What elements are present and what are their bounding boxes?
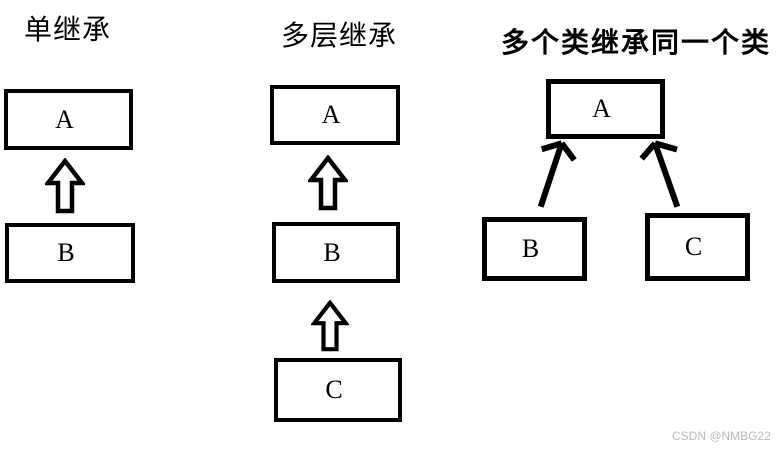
single-inheritance-title: 单继承: [24, 15, 112, 46]
class-c-label: C: [325, 375, 343, 404]
multiple-inheritance-box-c: C: [645, 213, 750, 281]
single-inheritance-box-b: B: [5, 223, 135, 283]
csdn-watermark: CSDN @NMBG22: [672, 429, 771, 443]
single-inheritance-box-a: A: [4, 89, 133, 150]
hollow-up-arrow-icon: [308, 155, 348, 211]
class-a-label: A: [321, 100, 341, 129]
class-a-label: A: [55, 104, 74, 134]
multiple-inheritance-title: 多个类继承同一个类: [501, 28, 772, 59]
solid-arrow-b-to-a: [537, 140, 577, 208]
class-a-label: A: [592, 94, 611, 123]
class-b-label: B: [323, 237, 341, 267]
shared-parent-box-a: A: [546, 79, 665, 139]
class-b-label: B: [521, 234, 540, 263]
multiple-inheritance-box-b: B: [482, 217, 587, 281]
class-b-label: B: [57, 238, 75, 267]
multilevel-inheritance-box-b: B: [272, 222, 400, 283]
solid-arrow-c-to-a: [639, 140, 681, 208]
hollow-up-arrow-icon: [311, 300, 349, 352]
multilevel-inheritance-title: 多层继承: [281, 21, 398, 52]
class-c-label: C: [684, 232, 703, 261]
multilevel-inheritance-box-a: A: [270, 85, 400, 145]
hollow-up-arrow-icon: [45, 158, 85, 214]
multilevel-inheritance-box-c: C: [274, 358, 402, 422]
